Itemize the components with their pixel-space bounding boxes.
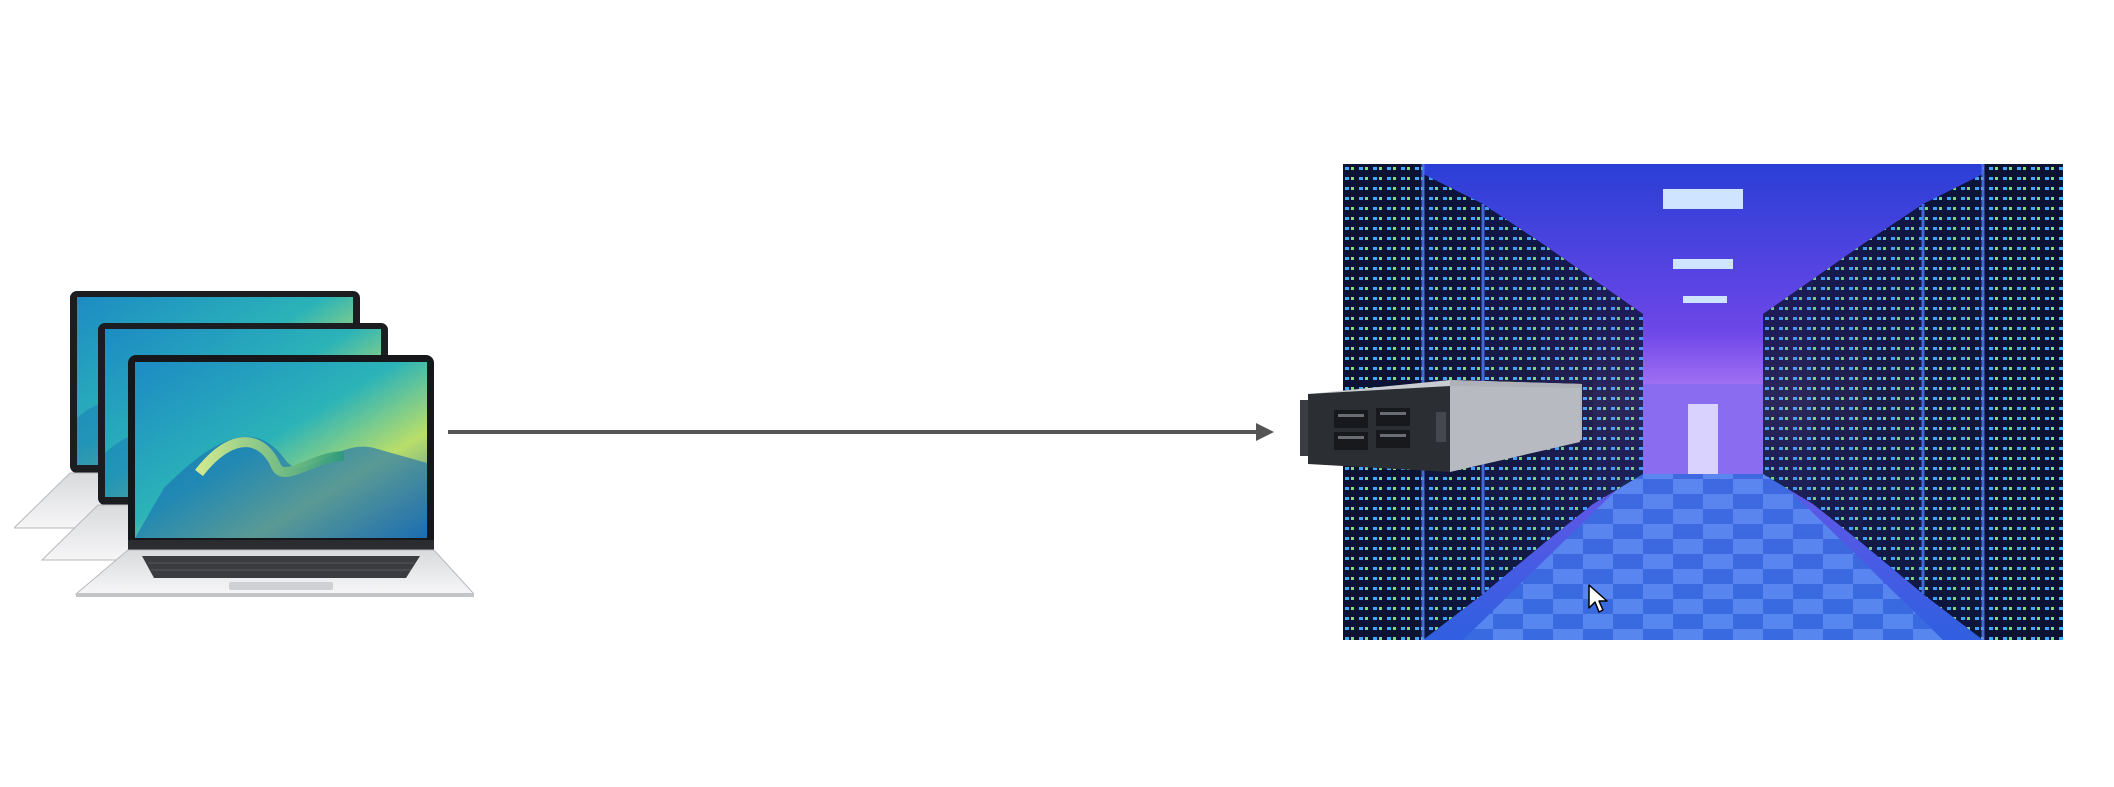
- laptop-icon: [74, 355, 474, 597]
- client-laptops-group: [14, 291, 474, 597]
- connection-arrow: [448, 423, 1274, 441]
- mouse-cursor-icon: [1588, 584, 1608, 613]
- server-icon: [1300, 380, 1582, 472]
